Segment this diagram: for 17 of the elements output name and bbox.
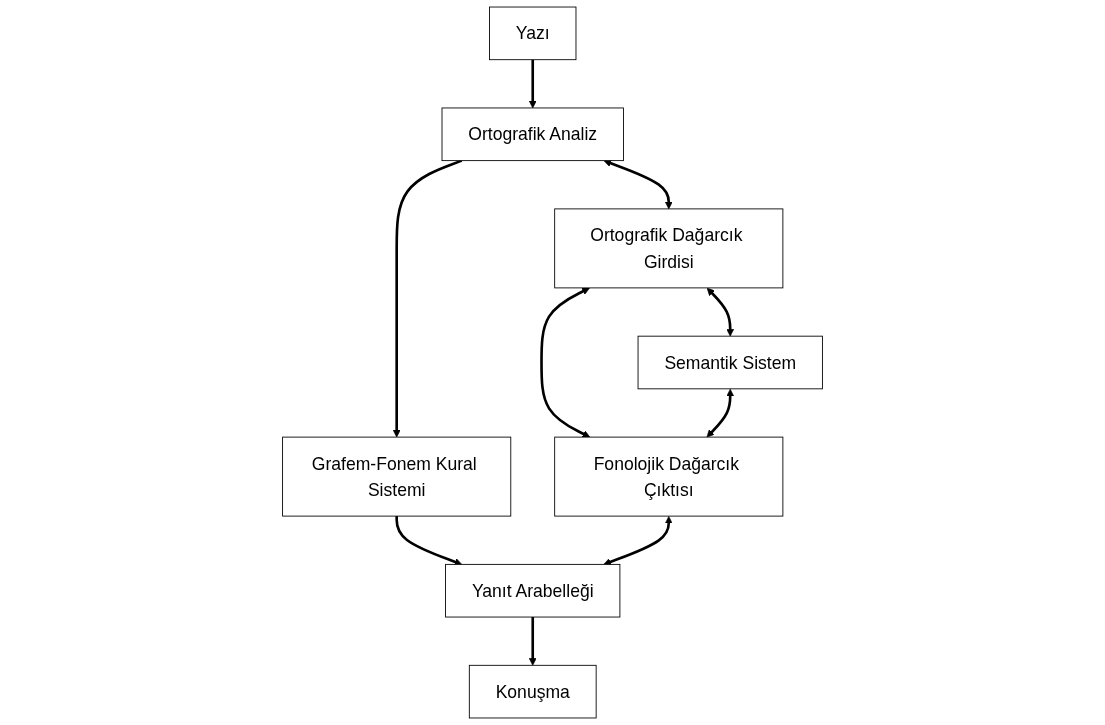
node-box: Yazı: [489, 6, 577, 61]
node-box: Konuşma: [468, 664, 597, 719]
arrow: [392, 159, 463, 438]
arrow: [706, 388, 735, 438]
arrow: [528, 59, 537, 109]
node-box: Semantik Sistem: [637, 335, 823, 390]
arrow: [706, 287, 735, 337]
arrow: [603, 516, 673, 566]
arrow: [540, 287, 591, 438]
node-box: Grafem-Fonem Kural Sistemi: [282, 436, 512, 517]
arrow: [395, 516, 463, 566]
node-box: Ortografik Analiz: [441, 107, 624, 162]
arrow: [603, 159, 673, 210]
node-box: Yanıt Arabelleği: [445, 563, 621, 618]
node-box: Ortografik Dağarcık Girdisi: [554, 208, 784, 289]
node-box: Fonolojik Dağarcık Çıktısı: [554, 436, 784, 517]
arrow: [528, 617, 537, 666]
